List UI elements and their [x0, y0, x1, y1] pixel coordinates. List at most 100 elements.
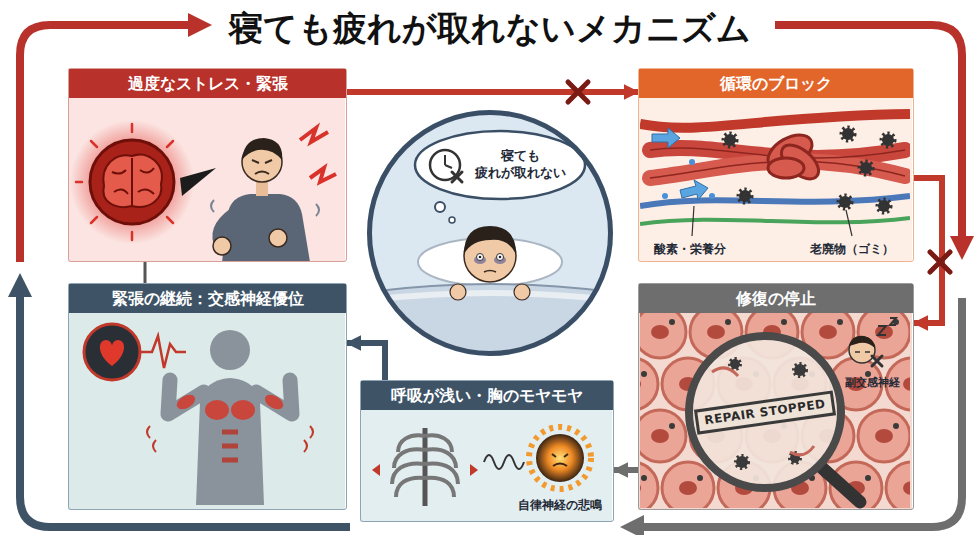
muscle-fibers	[652, 128, 708, 200]
brain-icon	[70, 120, 194, 244]
brain-icon	[91, 217, 97, 223]
muscle-fibers	[842, 128, 854, 140]
stressed-man	[211, 128, 336, 262]
cell-tissue	[640, 462, 658, 508]
sleeper-illustration	[514, 284, 530, 300]
stressed-man	[242, 138, 282, 160]
sleeper-illustration	[370, 284, 612, 360]
sleeper-illustration	[499, 256, 502, 259]
muscle-fibers	[878, 200, 890, 212]
ribcage	[470, 464, 478, 476]
sleeper-illustration	[497, 254, 504, 261]
brain-icon	[91, 141, 97, 147]
stressed-man	[269, 229, 287, 247]
brain-icon	[131, 124, 134, 132]
sleeper-illustration	[452, 172, 462, 182]
ribcage	[392, 435, 458, 497]
muscle-fibers	[640, 114, 910, 128]
leader-line	[692, 206, 852, 236]
brain-icon	[70, 120, 194, 244]
sleep-icon	[878, 326, 886, 335]
sleep-icon	[872, 356, 882, 366]
nerve-burst	[552, 454, 568, 466]
cycle-arrow	[632, 298, 962, 527]
sleeper-illustration	[449, 217, 455, 223]
tense-body	[147, 330, 313, 505]
muscle-fibers	[709, 193, 715, 199]
magnifier	[689, 336, 860, 502]
stressed-man	[222, 194, 310, 262]
nerve-burst	[536, 434, 584, 482]
panel-heading: 呼吸が浅い・胸のモヤモヤ	[361, 381, 613, 410]
stressed-man	[310, 168, 336, 182]
signal-wave	[484, 455, 524, 469]
muscle-fibers	[739, 190, 751, 202]
muscle-fibers	[662, 159, 715, 199]
brain-icon	[76, 181, 82, 184]
heart-icon	[140, 336, 186, 368]
muscle-fibers	[839, 196, 851, 208]
muscle-fibers	[640, 218, 910, 224]
status-circle: 寝ても 疲れが取れない	[367, 110, 613, 356]
brain-icon	[167, 141, 173, 147]
thought-text: 寝ても 疲れが取れない	[468, 148, 572, 182]
muscle-fibers	[652, 128, 680, 148]
sleeper-illustration	[415, 131, 585, 199]
sleeper-illustration	[450, 284, 466, 300]
block-mark	[568, 82, 588, 102]
brain-icon	[76, 124, 190, 240]
cell-tissue	[886, 462, 910, 508]
sleeper-illustration	[484, 271, 496, 273]
heart-icon	[100, 340, 124, 366]
stage-panel: 過度なストレス・緊張	[68, 68, 347, 262]
muscle-fibers	[882, 134, 894, 146]
ribcage	[425, 478, 454, 497]
cell-tissue	[858, 410, 910, 462]
tense-body	[262, 392, 285, 412]
sleeper-illustration	[370, 131, 612, 360]
block-mark	[568, 82, 950, 272]
muscle-fibers	[640, 196, 910, 206]
sleep-icon	[855, 351, 870, 353]
stage-panel: 循環のブロック	[638, 68, 914, 262]
magnifier	[736, 456, 748, 468]
panel-heading: 過度なストレス・緊張	[69, 69, 346, 98]
muscle-fibers	[724, 134, 736, 146]
ribcage	[423, 428, 428, 506]
sleeper-illustration	[435, 202, 445, 212]
stage-panel: 修復の停止	[638, 283, 914, 510]
panel-ground	[68, 68, 345, 262]
flow-arrow	[614, 467, 638, 473]
muscle-fibers	[768, 158, 804, 178]
cell-tissue	[640, 358, 658, 410]
icon-label: 副交感神経	[845, 376, 900, 390]
muscle-fibers	[860, 162, 872, 174]
nerve-burst	[529, 427, 591, 489]
heart-icon	[84, 324, 140, 380]
sleeper-illustration	[477, 254, 484, 261]
tense-body	[174, 392, 197, 412]
brain-icon	[103, 155, 161, 207]
ribcage	[372, 464, 380, 476]
panel-heading: 緊張の継続：交感神経優位	[69, 284, 346, 313]
pointer-triangle	[180, 168, 216, 196]
sleeper-illustration	[479, 256, 482, 259]
cycle-arrow	[20, 25, 962, 527]
muscle-fibers	[662, 193, 668, 199]
panel-ground	[68, 68, 912, 522]
ribcage	[396, 478, 425, 497]
cell-tissue	[662, 462, 714, 508]
brain-icon	[131, 232, 134, 240]
flow-arrow	[144, 262, 147, 283]
magnifier	[820, 466, 860, 502]
panel-heading: 循環のブロック	[639, 69, 913, 98]
sleep-icon	[849, 336, 875, 348]
muscle-fibers	[680, 180, 708, 200]
brain-icon	[167, 217, 173, 223]
tense-body	[231, 400, 255, 420]
nerve-burst	[529, 427, 591, 489]
stressed-man	[300, 128, 328, 142]
magnifier	[794, 364, 806, 376]
stage-panel: 緊張の継続：交感神経優位	[68, 283, 347, 510]
